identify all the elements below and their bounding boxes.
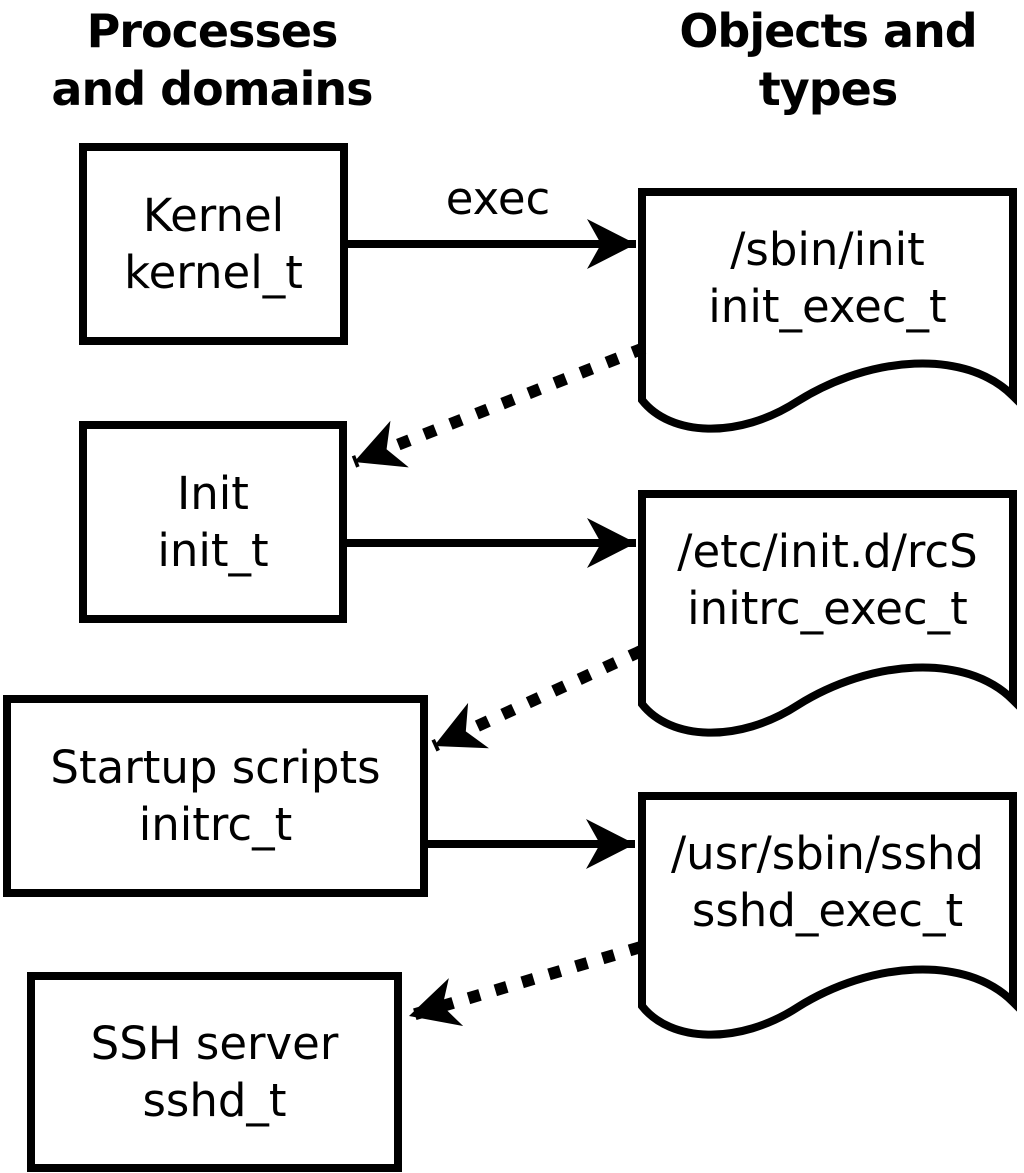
object-type: init_exec_t bbox=[708, 280, 947, 333]
process-box-kernel: Kernel kernel_t bbox=[79, 143, 348, 345]
object-type: initrc_exec_t bbox=[687, 582, 968, 635]
exec-arrow-label: exec bbox=[428, 168, 568, 224]
process-name: Startup scripts bbox=[50, 741, 381, 794]
transition-arrow-sshd-to-sshserver bbox=[407, 941, 643, 1026]
process-type: initrc_t bbox=[138, 798, 293, 851]
process-type: sshd_t bbox=[142, 1074, 287, 1127]
column-header-processes-line2: and domains bbox=[51, 62, 373, 116]
object-doc-usr-sbin-sshd: /usr/sbin/sshd sshd_exec_t bbox=[642, 794, 1013, 1000]
object-path: /sbin/init bbox=[730, 223, 925, 276]
object-type: sshd_exec_t bbox=[691, 884, 964, 937]
etc-initd-rcs-document-shape bbox=[638, 490, 1017, 737]
transition-arrow-rcs-to-startup bbox=[431, 645, 644, 752]
process-box-ssh-server: SSH server sshd_t bbox=[27, 972, 402, 1172]
process-type: init_t bbox=[157, 524, 269, 577]
kernel-box-shape bbox=[79, 143, 348, 345]
column-header-objects-line2: types bbox=[758, 62, 898, 116]
process-type: kernel_t bbox=[124, 246, 303, 299]
process-box-startup-scripts: Startup scripts initrc_t bbox=[3, 695, 428, 897]
object-path: /usr/sbin/sshd bbox=[671, 827, 984, 880]
column-header-processes: Processes and domains bbox=[22, 2, 402, 126]
object-doc-etc-initd-rcs: /etc/init.d/rcS initrc_exec_t bbox=[642, 492, 1013, 698]
sbin-init-document-shape bbox=[638, 188, 1017, 433]
exec-arrow-label-text: exec bbox=[445, 172, 551, 225]
transition-arrow-sbin-init-to-init bbox=[351, 342, 647, 468]
column-header-processes-line1: Processes bbox=[86, 4, 339, 58]
startup-scripts-box-shape bbox=[3, 695, 428, 897]
init-box-shape bbox=[79, 421, 347, 623]
column-header-objects: Objects and types bbox=[638, 2, 1018, 126]
object-doc-sbin-init: /sbin/init init_exec_t bbox=[642, 190, 1013, 396]
process-name: Init bbox=[177, 467, 249, 520]
ssh-server-box-shape bbox=[27, 972, 402, 1172]
process-name: SSH server bbox=[90, 1017, 339, 1070]
process-box-init: Init init_t bbox=[79, 421, 347, 623]
process-name: Kernel bbox=[142, 189, 285, 242]
usr-sbin-sshd-document-shape bbox=[638, 792, 1017, 1039]
column-header-objects-line1: Objects and bbox=[679, 4, 977, 58]
object-path: /etc/init.d/rcS bbox=[677, 525, 978, 578]
